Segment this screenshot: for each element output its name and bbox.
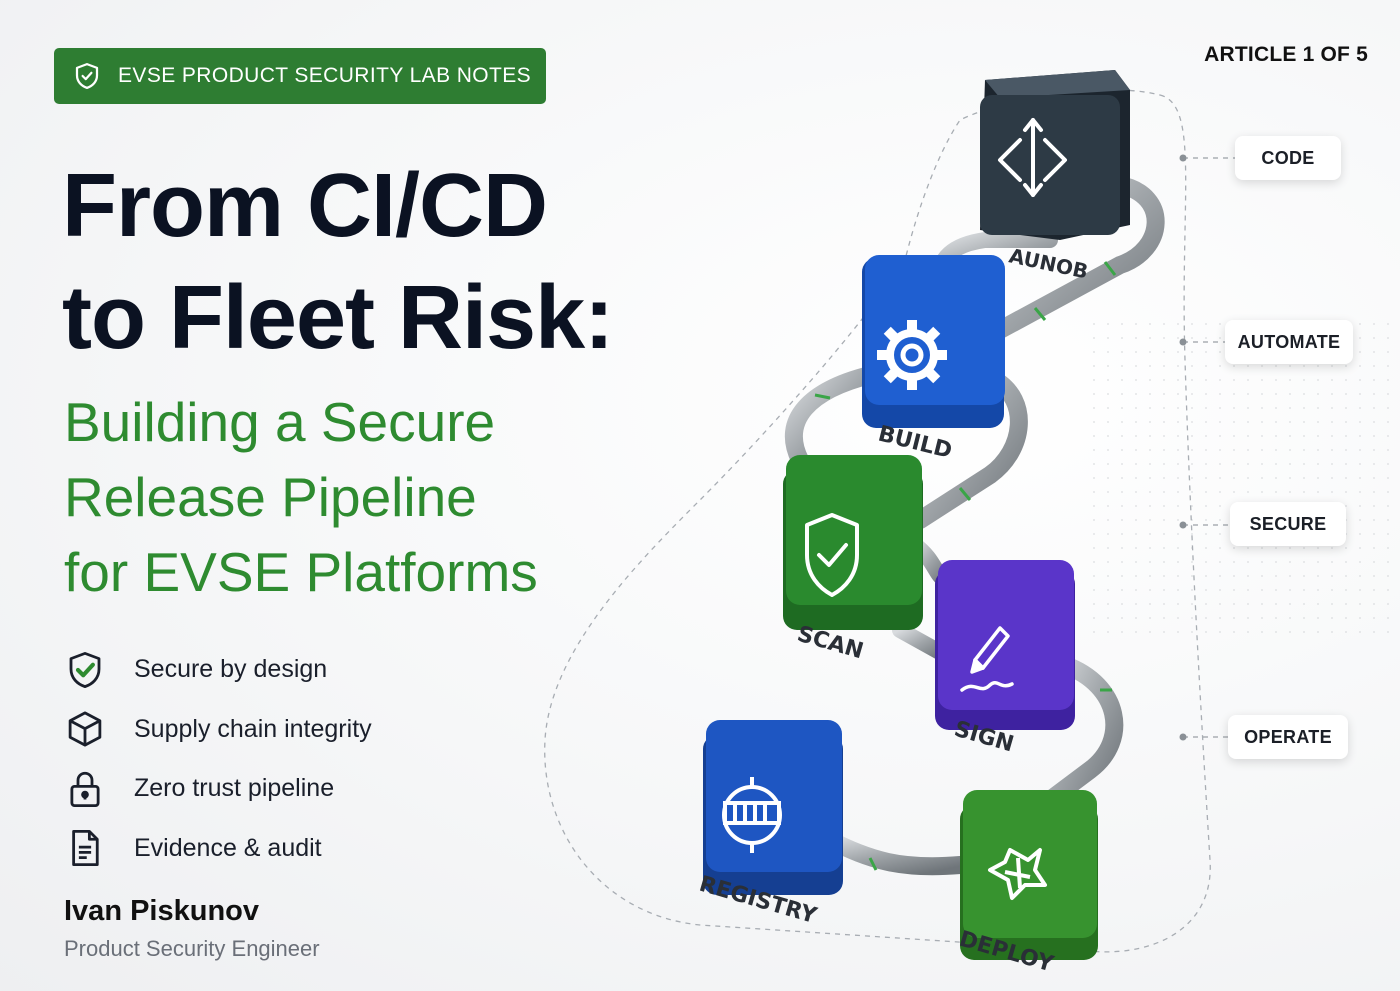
shield-check-icon (805, 513, 859, 597)
stage-label-operate: OPERATE (1228, 715, 1348, 759)
title-line-2: to Fleet Risk: (62, 268, 614, 368)
feature-item: Supply chain integrity (64, 700, 372, 760)
stage-label-text: OPERATE (1244, 726, 1332, 747)
shield-check-icon (69, 651, 101, 688)
pipe-joints (814, 261, 1117, 871)
pipeline-block-deploy (960, 790, 1098, 960)
page-title: From CI/CD to Fleet Risk: (62, 150, 614, 374)
padlock-icon (70, 771, 100, 807)
stage-label-secure: SECURE (1230, 502, 1346, 546)
document-icon (72, 830, 99, 867)
feature-label: Zero trust pipeline (134, 774, 335, 803)
stage-connectors (1183, 157, 1235, 738)
stage-label-text: SECURE (1249, 513, 1327, 534)
code-arrows-icon (998, 118, 1067, 197)
pipeline-label-code: AUNOB (1007, 243, 1090, 283)
title-line-1: From CI/CD (62, 156, 548, 256)
stage-label-code: CODE (1235, 136, 1341, 180)
subtitle-line-1: Building a Secure (64, 391, 496, 453)
pipeline-block-code (980, 70, 1130, 240)
subtitle-line-2: Release Pipeline (64, 466, 477, 528)
pipeline-boundary (544, 89, 1211, 953)
feature-item: Secure by design (64, 640, 372, 700)
pipeline-block-scan (783, 455, 923, 630)
pipeline-block-sign (935, 560, 1075, 730)
stage-label-text: CODE (1261, 147, 1315, 168)
registry-icon (722, 777, 782, 853)
feature-label: Supply chain integrity (134, 714, 372, 743)
dot-grid (1090, 320, 1390, 640)
pipeline-block-registry (703, 720, 843, 895)
pipeline-block-build (862, 255, 1005, 428)
badge-label: EVSE PRODUCT SECURITY LAB NOTES (118, 64, 532, 87)
cube-icon (68, 711, 102, 747)
feature-label: Secure by design (134, 655, 328, 684)
feature-label: Evidence & audit (134, 833, 322, 862)
feature-list: Secure by design Supply chain integrity … (64, 640, 372, 878)
shield-check-icon (75, 63, 99, 89)
stage-label-automate: AUTOMATE (1225, 320, 1353, 364)
stage-label-text: AUTOMATE (1237, 331, 1341, 352)
subtitle-line-3: for EVSE Platforms (64, 541, 538, 603)
deploy-icon (988, 848, 1047, 900)
pen-signature-icon (960, 626, 1014, 692)
feature-item: Evidence & audit (64, 819, 372, 879)
gear-icon (877, 320, 947, 390)
article-counter: ARTICLE 1 OF 5 (1204, 43, 1368, 66)
subtitle: Building a Secure Release Pipeline for E… (64, 385, 538, 610)
stage-connector-dots (1179, 154, 1187, 741)
author-role: Product Security Engineer (64, 936, 320, 961)
series-badge: EVSE PRODUCT SECURITY LAB NOTES (54, 48, 546, 104)
author-name: Ivan Piskunov (64, 895, 260, 927)
feature-item: Zero trust pipeline (64, 759, 372, 819)
